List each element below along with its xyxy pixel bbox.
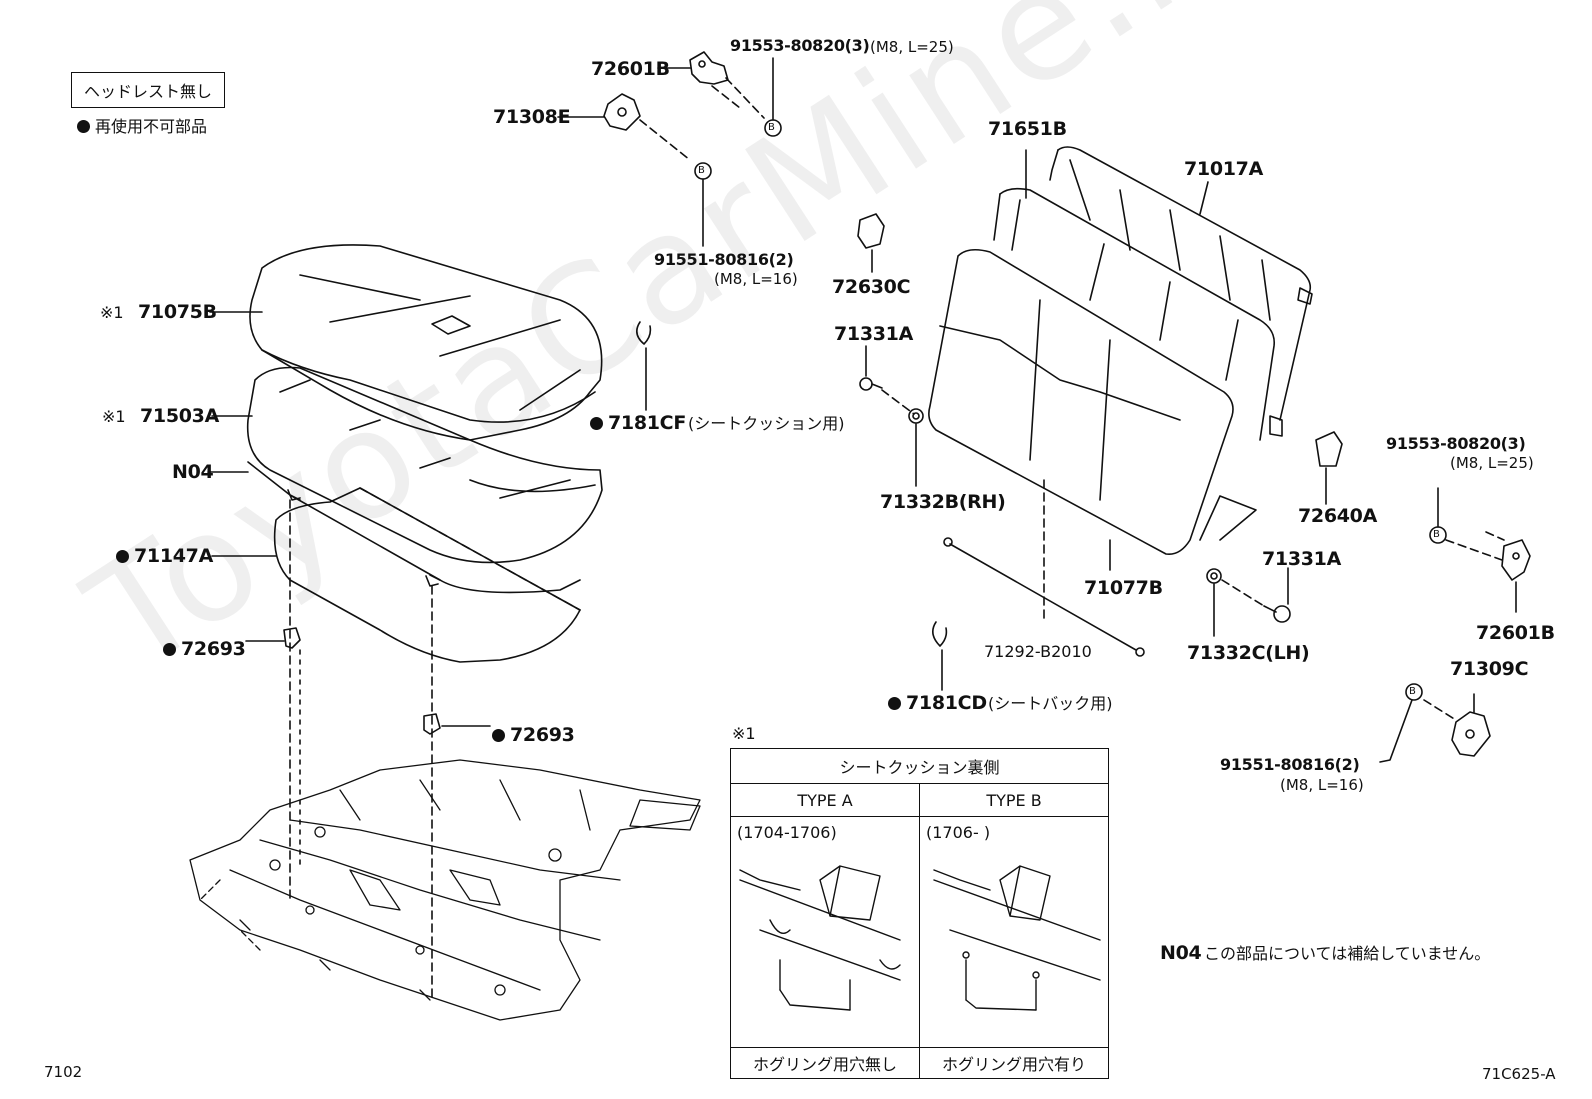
page-code-left: 7102 bbox=[44, 1063, 83, 1081]
callout-b-right-2: B bbox=[1409, 686, 1416, 697]
seatback-frame-71017A bbox=[1049, 146, 1313, 437]
label-71309C: 71309C bbox=[1450, 658, 1529, 680]
rod-71292-B2010 bbox=[943, 537, 1145, 657]
label-71147A-text: 71147A bbox=[134, 545, 214, 567]
headrest-label-box: ヘッドレスト無し bbox=[71, 72, 226, 108]
callout-b-top-2: B bbox=[698, 165, 705, 176]
seat-cushion-pad-71503A bbox=[246, 366, 603, 564]
bolt-leaders-top bbox=[639, 77, 765, 161]
nonreusable-dot-icon bbox=[116, 550, 129, 563]
label-72693-left-text: 72693 bbox=[181, 638, 246, 660]
label-72693-right: 72693 bbox=[492, 726, 575, 745]
nonreusable-dot-icon bbox=[492, 729, 505, 742]
table-title: シートクッション裏側 bbox=[730, 748, 1109, 784]
label-72693-left: 72693 bbox=[163, 640, 246, 659]
label-7181CF-text: 7181CF bbox=[608, 412, 687, 434]
label-7181CD-text: 7181CD bbox=[906, 692, 987, 714]
nonreusable-dot-icon bbox=[590, 417, 603, 430]
callout-b-top bbox=[694, 57, 782, 247]
label-71147A: 71147A bbox=[116, 547, 213, 566]
label-71292: 71292-B2010 bbox=[984, 642, 1092, 661]
frame-wire-N04 bbox=[247, 461, 581, 594]
pad-71147A bbox=[273, 487, 581, 663]
table-col-type-a: TYPE A bbox=[730, 783, 920, 817]
clip-72693-right bbox=[423, 713, 491, 735]
label-71331A-top: 71331A bbox=[834, 323, 914, 345]
table-caption-a: ホグリング用穴無し bbox=[730, 1047, 920, 1079]
label-71503A: 71503A bbox=[140, 405, 220, 427]
label-72693-right-text: 72693 bbox=[510, 724, 575, 746]
label-bolt-right-bottom: 91551-80816(2) bbox=[1220, 755, 1360, 774]
label-72630C: 72630C bbox=[832, 276, 911, 298]
label-71075B: 71075B bbox=[138, 301, 217, 323]
label-N04: N04 bbox=[172, 461, 214, 483]
floor-panel bbox=[189, 759, 701, 1021]
bolt-leaders-right bbox=[1423, 531, 1505, 721]
snap-ring-7181CD bbox=[932, 621, 948, 691]
label-71308E: 71308E bbox=[493, 106, 571, 128]
hinge-71308E bbox=[557, 93, 641, 131]
nonreusable-dot-icon bbox=[888, 697, 901, 710]
callout-b-right bbox=[1379, 487, 1447, 763]
legend-nonreusable: 再使用不可部品 bbox=[77, 119, 207, 135]
label-71503A-mark: ※1 bbox=[102, 407, 126, 426]
label-71332C: 71332C(LH) bbox=[1187, 642, 1310, 664]
table-range-a: (1704-1706) bbox=[737, 823, 837, 842]
footnote-mark: ※1 bbox=[732, 724, 756, 743]
hinge-72601B-right bbox=[1501, 539, 1531, 613]
label-7181CD-note: (シートバック用) bbox=[988, 694, 1113, 713]
label-72640A: 72640A bbox=[1298, 505, 1378, 527]
bolt-71331A-top bbox=[859, 345, 883, 391]
table-range-b: (1706- ) bbox=[926, 823, 991, 842]
label-72601B-top: 72601B bbox=[591, 58, 670, 80]
seat-cushion-cover-71075B bbox=[249, 244, 603, 441]
leader-lines-left bbox=[207, 311, 277, 557]
label-bolt-top: 91553-80820(3) bbox=[730, 36, 870, 55]
label-7181CD: 7181CD bbox=[888, 694, 987, 713]
leader-dashes bbox=[289, 499, 433, 1001]
seatback-pad-71077B bbox=[928, 248, 1257, 556]
label-71077B: 71077B bbox=[1084, 577, 1163, 599]
page-code-right: 71C625-A bbox=[1482, 1065, 1556, 1083]
label-bolt-right-top: 91553-80820(3) bbox=[1386, 434, 1526, 453]
label-bolt-mid-spec: (M8, L=16) bbox=[714, 270, 798, 288]
label-71075B-mark: ※1 bbox=[100, 303, 124, 322]
label-bolt-top-spec: (M8, L=25) bbox=[870, 38, 954, 56]
bracket-72640A bbox=[1315, 431, 1343, 505]
n04-note-text: この部品については補給していません。 bbox=[1204, 944, 1491, 963]
callout-b-right-1: B bbox=[1433, 529, 1440, 540]
label-71651B: 71651B bbox=[988, 118, 1067, 140]
seatback-cover-71651B bbox=[993, 187, 1276, 441]
clip-72693-left bbox=[245, 627, 301, 649]
label-71332B: 71332B(RH) bbox=[880, 491, 1006, 513]
label-7181CF-note: (シートクッション用) bbox=[688, 414, 845, 433]
cushion-underside-table: シートクッション裏側 TYPE A TYPE B (1704-1706) (17… bbox=[730, 748, 1109, 1079]
table-cell-type-b: (1706- ) bbox=[919, 816, 1109, 1048]
bushing-71332C bbox=[1206, 568, 1222, 637]
bolt-71331A-bottom bbox=[1263, 567, 1291, 623]
legend-nonreusable-text: 再使用不可部品 bbox=[95, 117, 208, 136]
label-bolt-right-bottom-spec: (M8, L=16) bbox=[1280, 776, 1364, 794]
bracket-72630C bbox=[857, 213, 885, 273]
table-cell-type-a: (1704-1706) bbox=[730, 816, 920, 1048]
bushing-71332B bbox=[908, 408, 924, 487]
nonreusable-dot-icon bbox=[77, 120, 90, 133]
table-caption-b: ホグリング用穴有り bbox=[919, 1047, 1109, 1079]
label-bolt-mid: 91551-80816(2) bbox=[654, 250, 794, 269]
snap-ring-7181CF bbox=[636, 321, 652, 411]
n04-note-code: N04 bbox=[1160, 942, 1202, 964]
label-bolt-right-top-spec: (M8, L=25) bbox=[1450, 454, 1534, 472]
label-72601B-right: 72601B bbox=[1476, 622, 1555, 644]
table-col-type-b: TYPE B bbox=[919, 783, 1109, 817]
hinge-71309C bbox=[1451, 693, 1491, 757]
label-7181CF: 7181CF bbox=[590, 414, 686, 433]
label-71331A-bottom: 71331A bbox=[1262, 548, 1342, 570]
callout-b-top-1: B bbox=[768, 122, 775, 133]
nonreusable-dot-icon bbox=[163, 643, 176, 656]
label-71017A: 71017A bbox=[1184, 158, 1264, 180]
